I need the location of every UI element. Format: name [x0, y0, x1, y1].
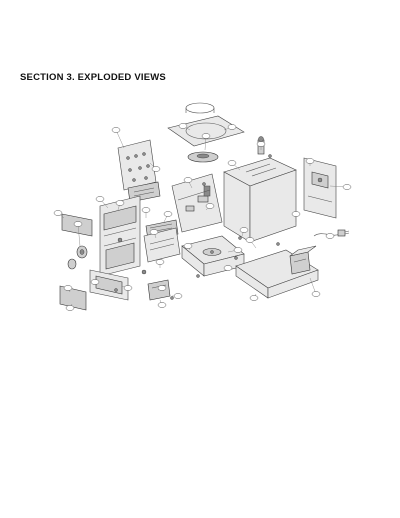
- callout-bubbles: [53, 123, 352, 311]
- speaker-cone: [187, 151, 219, 163]
- antenna-loop: [167, 102, 245, 147]
- small-parts: [141, 269, 200, 301]
- main-pcb: [171, 173, 223, 233]
- rear-panel: [303, 157, 337, 219]
- front-panel: [99, 195, 141, 277]
- cd-mechanism: [181, 235, 245, 277]
- main-cabinet: [223, 136, 297, 243]
- volume-knob: [67, 245, 88, 270]
- section-title: SECTION 3. EXPLODED VIEWS: [20, 72, 166, 83]
- screws: [114, 182, 280, 292]
- control-pcb: [117, 139, 157, 191]
- tape-deck-board: [143, 227, 181, 263]
- power-transformer: [289, 245, 317, 275]
